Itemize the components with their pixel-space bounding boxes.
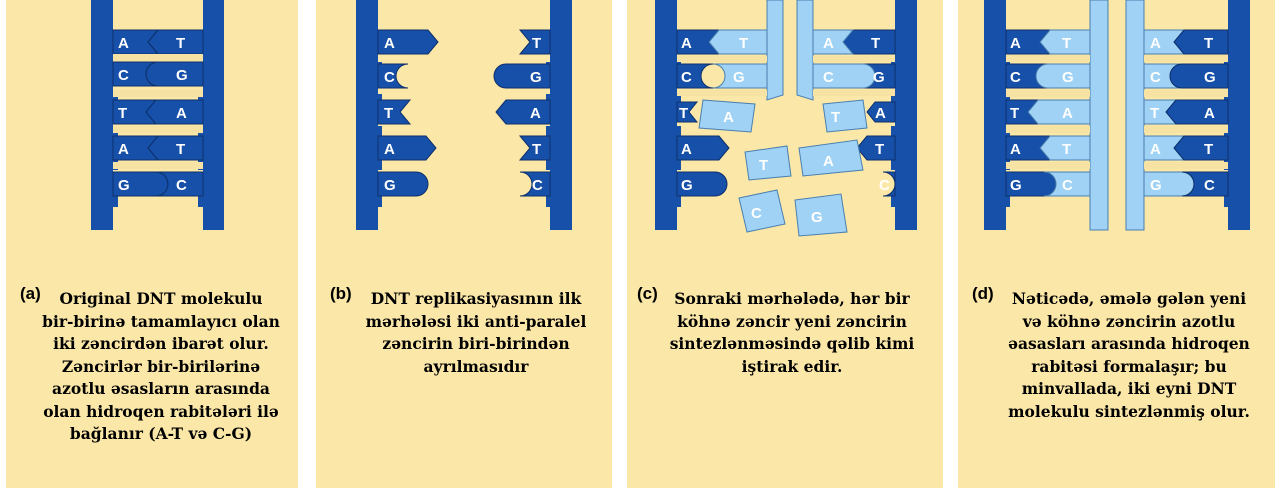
base-letter: C bbox=[1062, 177, 1073, 194]
base-letter: A bbox=[1150, 35, 1161, 52]
new-strand-top-right bbox=[797, 0, 813, 100]
free-nucleotide-letter: A bbox=[823, 153, 834, 170]
right-new-strand bbox=[1126, 0, 1144, 230]
base-letter: A bbox=[1010, 35, 1021, 52]
base-letter: A bbox=[176, 105, 187, 122]
base-letter: T bbox=[1062, 35, 1071, 52]
base-letter: A bbox=[1204, 105, 1215, 122]
base-letter: A bbox=[118, 141, 129, 158]
dna-template-synthesis-diagram: A T A T C G C G T A A T G C A T T A C G bbox=[627, 0, 943, 270]
panel-b: A T C G T A A T G C (b) DNT replikasiyasının … bbox=[316, 0, 612, 488]
base-letter: T bbox=[1204, 35, 1213, 52]
free-nucleotide-letter: T bbox=[759, 157, 768, 174]
base-letter: T bbox=[532, 141, 541, 158]
dna-original-diagram: A T C G T A A T G C bbox=[6, 0, 298, 270]
panel-label: (c) bbox=[637, 284, 658, 304]
base-letter: C bbox=[176, 177, 187, 194]
base-letter: G bbox=[176, 67, 188, 84]
dna-result-diagram: A T C G T A A T G C A T C G T A A T G C bbox=[958, 0, 1275, 270]
free-nucleotide-letter: C bbox=[751, 205, 762, 222]
panel-label: (d) bbox=[972, 284, 994, 304]
base-letter: C bbox=[681, 69, 692, 86]
base-letter: A bbox=[1150, 141, 1161, 158]
base-letter: G bbox=[873, 69, 885, 86]
base-letter: T bbox=[176, 35, 185, 52]
panel-caption: Original DNT molekulu bir-birinə tamamla… bbox=[36, 288, 286, 446]
base-letter: T bbox=[871, 35, 880, 52]
panel-c: A T A T C G C G T A A T G C A T T A C G (c) Son… bbox=[627, 0, 943, 488]
base-letter: A bbox=[1010, 141, 1021, 158]
new-strand-top-left bbox=[767, 0, 783, 100]
base-letter: A bbox=[875, 105, 886, 122]
base-letter: G bbox=[1204, 69, 1216, 86]
dna-separation-diagram: A T C G T A A T G C bbox=[316, 0, 612, 270]
base-letter: T bbox=[875, 141, 884, 158]
separated-bases bbox=[378, 30, 550, 196]
base-letter: A bbox=[384, 35, 395, 52]
base-letter: C bbox=[1204, 177, 1215, 194]
base-letter: G bbox=[118, 177, 130, 194]
base-letter: T bbox=[1150, 105, 1159, 122]
base-letter: A bbox=[681, 35, 692, 52]
left-new-strand bbox=[1090, 0, 1108, 230]
base-letter: A bbox=[823, 35, 834, 52]
panel-caption: DNT replikasiyasının ilk mərhələsi iki a… bbox=[356, 288, 596, 378]
base-letter: C bbox=[532, 177, 543, 194]
panel-d: A T C G T A A T G C A T C G T A A T G C (d) Nəticə… bbox=[958, 0, 1275, 488]
free-nucleotide-letter: T bbox=[831, 109, 840, 126]
base-letter: G bbox=[733, 69, 745, 86]
base-letter: G bbox=[1010, 177, 1022, 194]
base-letter: T bbox=[532, 35, 541, 52]
base-letter: A bbox=[1062, 105, 1073, 122]
base-letter: G bbox=[530, 69, 542, 86]
base-letter: T bbox=[176, 141, 185, 158]
base-letter: T bbox=[679, 105, 688, 122]
base-letter: T bbox=[739, 35, 748, 52]
base-letter: C bbox=[118, 67, 129, 84]
base-letter: T bbox=[1010, 105, 1019, 122]
base-letter: G bbox=[1062, 69, 1074, 86]
base-letter: A bbox=[118, 35, 129, 52]
base-letter: C bbox=[823, 69, 834, 86]
base-letter: A bbox=[681, 141, 692, 158]
free-nucleotide-letter: G bbox=[811, 209, 823, 226]
panel-caption: Nəticədə, əmələ gələn yeni və köhnə zənc… bbox=[994, 288, 1264, 423]
base-letter: T bbox=[118, 105, 127, 122]
base-letter: T bbox=[1204, 141, 1213, 158]
base-letter: C bbox=[384, 69, 395, 86]
base-letter: G bbox=[681, 177, 693, 194]
base-letter: T bbox=[384, 105, 393, 122]
base-letter: G bbox=[384, 177, 396, 194]
base-letter: C bbox=[1010, 69, 1021, 86]
base-letter: A bbox=[384, 141, 395, 158]
base-letter: C bbox=[1150, 69, 1161, 86]
base-letter: T bbox=[1062, 141, 1071, 158]
base-letter: A bbox=[530, 105, 541, 122]
free-nucleotide-letter: A bbox=[723, 109, 734, 126]
base-letter: C bbox=[879, 177, 890, 194]
panel-caption: Sonraki mərhələdə, hər bir köhnə zəncir … bbox=[657, 288, 927, 378]
panel-label: (b) bbox=[330, 284, 352, 304]
base-letter: G bbox=[1150, 177, 1162, 194]
